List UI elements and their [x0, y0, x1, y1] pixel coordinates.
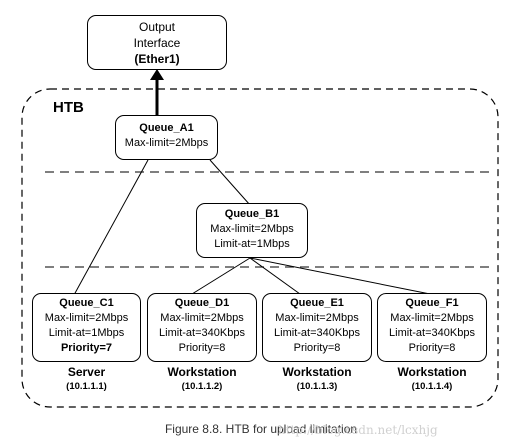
host-e1-role: Workstation: [282, 365, 352, 379]
queue-b1-limit-at: Limit-at=1Mbps: [214, 238, 290, 250]
output-interface-box: Output Interface (Ether1): [87, 15, 227, 70]
queue-c1-limit-at: Limit-at=1Mbps: [48, 327, 125, 339]
queue-d1-priority: Priority=8: [178, 342, 226, 354]
output-interface-name: (Ether1): [134, 52, 180, 66]
queue-a1-name: Queue_A1: [139, 122, 194, 134]
edge-b1-e1: [249, 257, 301, 295]
queue-b1-max-limit: Max-limit=2Mbps: [210, 223, 294, 235]
figure-caption: Figure 8.8. HTB for upload limitation: [164, 422, 358, 436]
edge-a1-c1: [73, 159, 149, 296]
queue-d1-name: Queue_D1: [174, 297, 230, 309]
queue-d1-box: Queue_D1 Max-limit=2Mbps Limit-at=340Kbp…: [147, 293, 257, 362]
host-f1-label: Workstation (10.1.1.4): [377, 365, 487, 393]
queue-b1-box: Queue_B1 Max-limit=2Mbps Limit-at=1Mbps: [196, 203, 308, 258]
output-interface-line1: Output: [138, 20, 176, 34]
host-d1-label: Workstation (10.1.1.2): [147, 365, 257, 393]
queue-e1-max-limit: Max-limit=2Mbps: [275, 312, 359, 324]
queue-f1-limit-at: Limit-at=340Kbps: [389, 327, 475, 339]
queue-f1-priority: Priority=8: [408, 342, 456, 354]
queue-a1-box: Queue_A1 Max-limit=2Mbps: [115, 115, 218, 160]
queue-a1-max-limit: Max-limit=2Mbps: [124, 137, 209, 149]
output-interface-line2: Interface: [133, 36, 181, 50]
host-c1-label: Server (10.1.1.1): [32, 365, 141, 393]
queue-c1-box: Queue_C1 Max-limit=2Mbps Limit-at=1Mbps …: [32, 293, 141, 362]
queue-e1-box: Queue_E1 Max-limit=2Mbps Limit-at=340Kbp…: [262, 293, 372, 362]
host-c1-ip: (10.1.1.1): [66, 381, 107, 392]
queue-c1-priority: Priority=7: [60, 342, 113, 354]
queue-c1-name: Queue_C1: [59, 297, 114, 309]
host-f1-role: Workstation: [397, 365, 467, 379]
host-c1-role: Server: [67, 365, 106, 379]
host-d1-role: Workstation: [167, 365, 237, 379]
queue-e1-limit-at: Limit-at=340Kbps: [274, 327, 360, 339]
queue-e1-priority: Priority=8: [293, 342, 341, 354]
queue-d1-max-limit: Max-limit=2Mbps: [160, 312, 244, 324]
edge-b1-f1: [249, 257, 431, 295]
queue-f1-name: Queue_F1: [405, 297, 459, 309]
queue-f1-max-limit: Max-limit=2Mbps: [390, 312, 474, 324]
htb-label: HTB: [53, 99, 84, 116]
queue-c1-max-limit: Max-limit=2Mbps: [44, 312, 129, 324]
host-e1-label: Workstation (10.1.1.3): [262, 365, 372, 393]
edge-b1-d1: [191, 257, 251, 295]
host-e1-ip: (10.1.1.3): [296, 381, 338, 392]
host-f1-ip: (10.1.1.4): [411, 381, 453, 392]
edge-a1-b1: [209, 159, 251, 206]
arrow-head: [150, 69, 164, 80]
watermark-text: http://blog.csdn.net/lcxhjg: [278, 423, 438, 437]
queue-b1-name: Queue_B1: [224, 208, 280, 220]
queue-f1-box: Queue_F1 Max-limit=2Mbps Limit-at=340Kbp…: [377, 293, 487, 362]
host-d1-ip: (10.1.1.2): [181, 381, 223, 392]
queue-d1-limit-at: Limit-at=340Kbps: [159, 327, 245, 339]
htb-container: [21, 88, 499, 408]
queue-e1-name: Queue_E1: [290, 297, 344, 309]
